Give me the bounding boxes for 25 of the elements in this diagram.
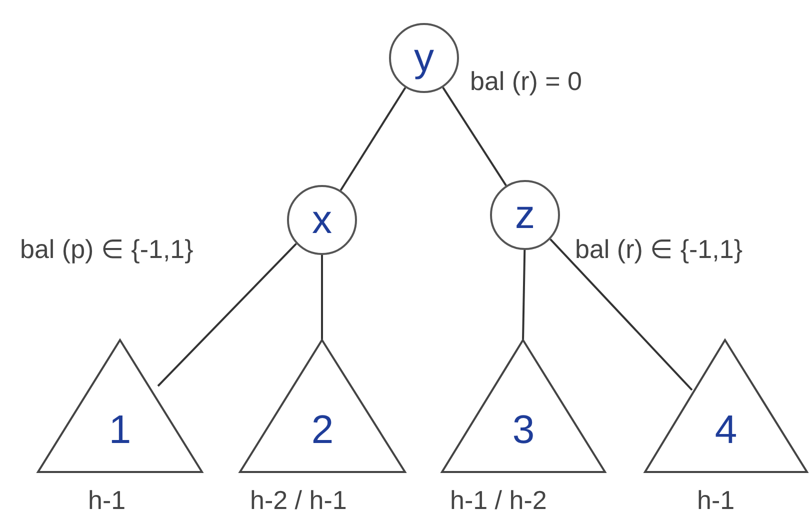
subtree-number: 3 [512, 410, 535, 450]
subtree-number: 2 [311, 410, 334, 450]
node-key: x [312, 200, 332, 240]
subtree-triangle [240, 340, 405, 472]
subtree-triangle [645, 340, 807, 472]
connector-line [550, 238, 693, 391]
tree-node-circle [490, 180, 560, 250]
balance-annotation: bal (r) ∈ {-1,1} [575, 236, 743, 262]
height-label: h-1 [697, 487, 735, 513]
subtree-number: 1 [108, 410, 132, 450]
connector-line [522, 250, 526, 340]
subtree-triangle [442, 340, 605, 472]
subtree-triangle [38, 340, 202, 472]
balance-annotation: bal (p) ∈ {-1,1} [20, 236, 194, 262]
height-label: h-1 / h-2 [450, 487, 547, 513]
node-key: z [515, 195, 535, 235]
subtree-number: 4 [714, 410, 738, 450]
balance-annotation: bal (r) = 0 [470, 68, 582, 94]
connector-line [321, 255, 323, 340]
connector-line [442, 86, 507, 186]
height-label: h-1 [88, 487, 126, 513]
connector-line [157, 243, 297, 387]
connector-line [340, 87, 406, 191]
node-key: y [414, 38, 434, 78]
height-label: h-2 / h-1 [250, 487, 347, 513]
